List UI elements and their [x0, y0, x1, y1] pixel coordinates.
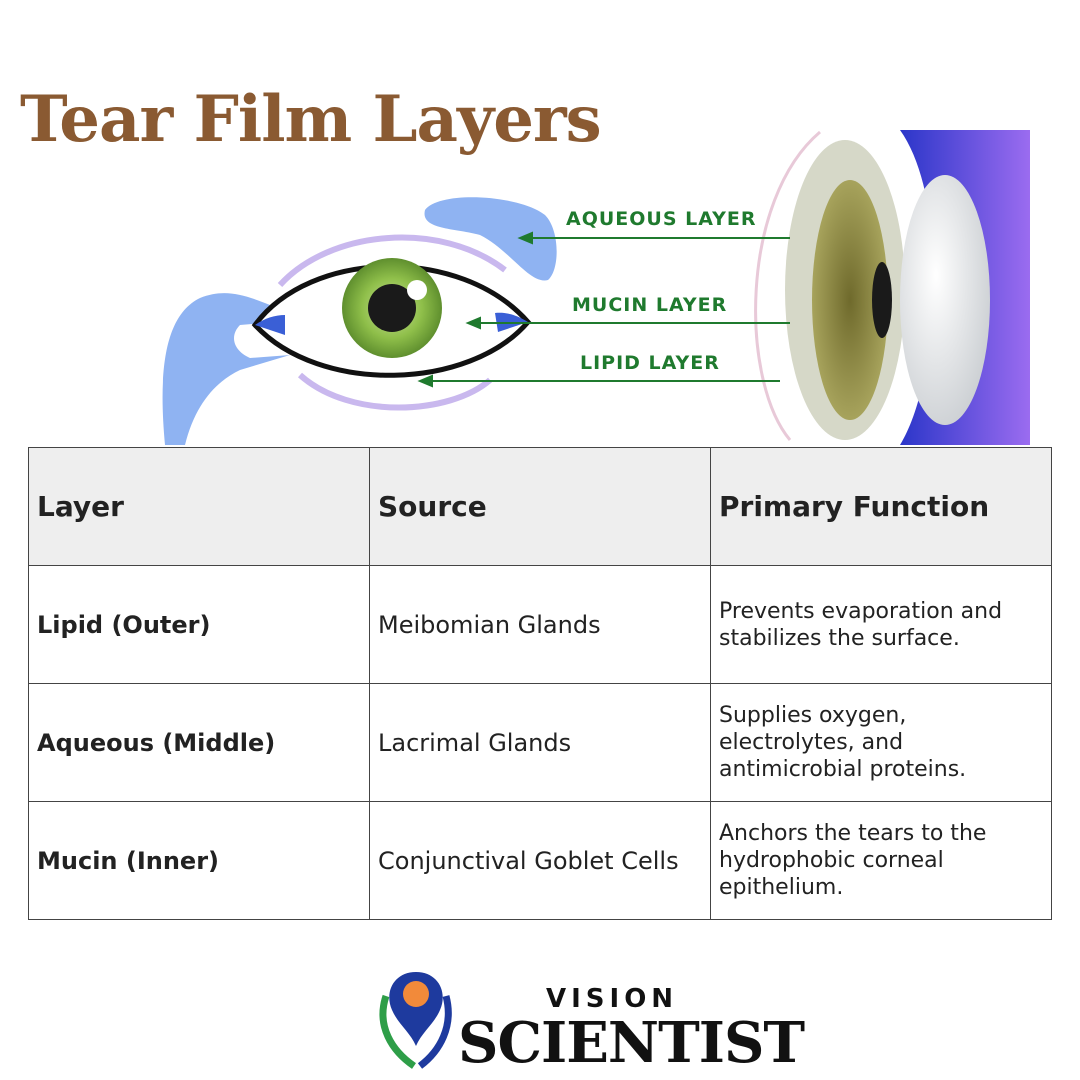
table-row: Lipid (Outer) Meibomian Glands Prevents …: [28, 565, 1052, 684]
pupil: [368, 284, 416, 332]
cell-source: Conjunctival Goblet Cells: [369, 801, 711, 920]
mucin-layer-label: MUCIN LAYER: [572, 294, 728, 316]
aqueous-layer-label: AQUEOUS LAYER: [566, 208, 757, 230]
tear-film-table: Layer Source Primary Function Lipid (Out…: [28, 447, 1052, 920]
lens: [900, 175, 990, 425]
logo-text-vision: VISION: [546, 984, 679, 1014]
logo-text-scientist: SCIENTIST: [458, 1010, 805, 1076]
cell-function: Anchors the tears to the hydrophobic cor…: [710, 801, 1052, 920]
table-header-row: Layer Source Primary Function: [28, 447, 1052, 566]
tear-film-diagram: AQUEOUS LAYER MUCIN LAYER LIPID LAYER: [0, 120, 1080, 450]
eye-drop-logo-icon: [379, 972, 452, 1069]
cell-source: Lacrimal Glands: [369, 683, 711, 802]
cell-layer: Mucin (Inner): [28, 801, 370, 920]
cell-function: Prevents evaporation and stabilizes the …: [710, 565, 1052, 684]
side-iris: [812, 180, 888, 420]
tear-duct-shape: [162, 293, 300, 445]
header-source: Source: [369, 447, 711, 566]
cell-function: Supplies oxygen, electrolytes, and antim…: [710, 683, 1052, 802]
lipid-layer-label: LIPID LAYER: [580, 352, 720, 374]
lacrimal-gland-shape: [424, 197, 557, 281]
table-row: Aqueous (Middle) Lacrimal Glands Supplie…: [28, 683, 1052, 802]
header-primary-function: Primary Function: [710, 447, 1052, 566]
cell-source: Meibomian Glands: [369, 565, 711, 684]
page-title: Tear Film Layers: [20, 82, 602, 157]
table-row: Mucin (Inner) Conjunctival Goblet Cells …: [28, 801, 1052, 920]
cell-layer: Lipid (Outer): [28, 565, 370, 684]
vision-scientist-logo: VISION SCIENTIST: [376, 966, 805, 1076]
header-layer: Layer: [28, 447, 370, 566]
cell-layer: Aqueous (Middle): [28, 683, 370, 802]
